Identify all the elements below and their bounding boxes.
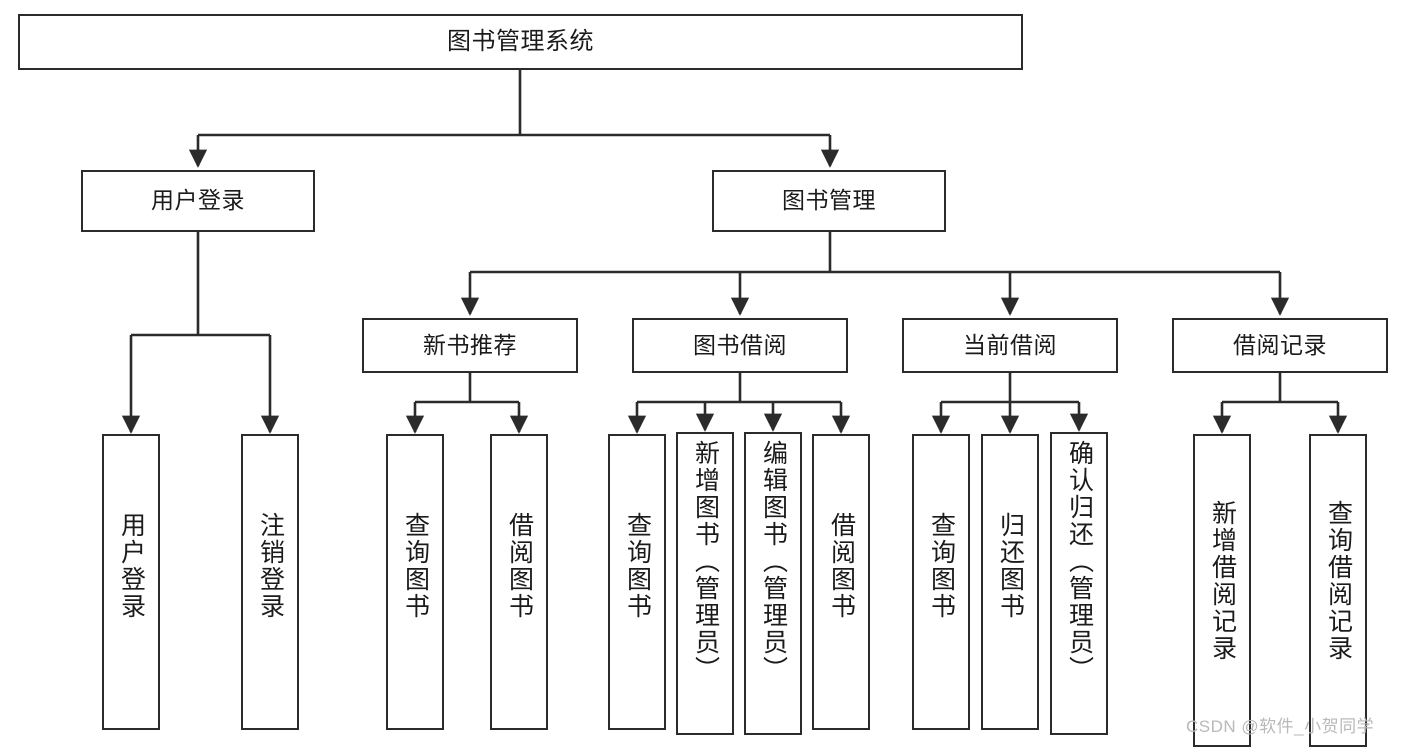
node-leaf-query-book-3-label: 查询图书 [927,512,956,620]
node-current-borrow[interactable]: 当前借阅 [902,318,1118,373]
node-leaf-user-login[interactable]: 用户登录 [102,434,160,730]
node-leaf-query-record-label: 查询借阅记录 [1324,500,1353,662]
node-user-login[interactable]: 用户登录 [81,170,315,232]
node-leaf-query-book-1-label: 查询图书 [401,512,430,620]
node-leaf-query-book-3[interactable]: 查询图书 [912,434,970,730]
node-root-label: 图书管理系统 [447,27,594,55]
node-leaf-logout[interactable]: 注销登录 [241,434,299,730]
node-book-manage[interactable]: 图书管理 [712,170,946,232]
node-borrow-record-label: 借阅记录 [1233,331,1327,358]
node-leaf-confirm-return-label: 确认归还（管理员） [1065,440,1094,683]
node-leaf-user-login-label: 用户登录 [117,512,146,620]
node-leaf-return-book-label: 归还图书 [996,512,1025,620]
node-leaf-query-book-1[interactable]: 查询图书 [386,434,444,730]
node-leaf-edit-book[interactable]: 编辑图书（管理员） [744,432,802,735]
node-leaf-query-record[interactable]: 查询借阅记录 [1309,434,1367,747]
csdn-watermark: CSDN @软件_小贺同学 [1186,717,1375,736]
node-leaf-add-book[interactable]: 新增图书（管理员） [676,432,734,735]
node-leaf-borrow-book-1[interactable]: 借阅图书 [490,434,548,730]
node-new-book-rec[interactable]: 新书推荐 [362,318,578,373]
node-borrow-record[interactable]: 借阅记录 [1172,318,1388,373]
node-root[interactable]: 图书管理系统 [18,14,1023,70]
node-leaf-borrow-book-2[interactable]: 借阅图书 [812,434,870,730]
node-leaf-logout-label: 注销登录 [256,512,285,620]
node-leaf-confirm-return[interactable]: 确认归还（管理员） [1050,432,1108,735]
node-leaf-add-record[interactable]: 新增借阅记录 [1193,434,1251,747]
node-leaf-query-book-2-label: 查询图书 [623,512,652,620]
node-leaf-add-book-label: 新增图书（管理员） [691,440,720,683]
node-leaf-add-record-label: 新增借阅记录 [1208,500,1237,662]
node-book-borrow-label: 图书借阅 [693,331,787,358]
node-leaf-borrow-book-1-label: 借阅图书 [505,512,534,620]
node-leaf-query-book-2[interactable]: 查询图书 [608,434,666,730]
node-leaf-return-book[interactable]: 归还图书 [981,434,1039,730]
node-current-borrow-label: 当前借阅 [963,331,1057,358]
node-user-login-label: 用户登录 [151,187,245,214]
node-book-manage-label: 图书管理 [782,187,876,214]
node-book-borrow[interactable]: 图书借阅 [632,318,848,373]
node-new-book-rec-label: 新书推荐 [423,331,517,358]
node-leaf-borrow-book-2-label: 借阅图书 [827,512,856,620]
node-leaf-edit-book-label: 编辑图书（管理员） [759,440,788,683]
